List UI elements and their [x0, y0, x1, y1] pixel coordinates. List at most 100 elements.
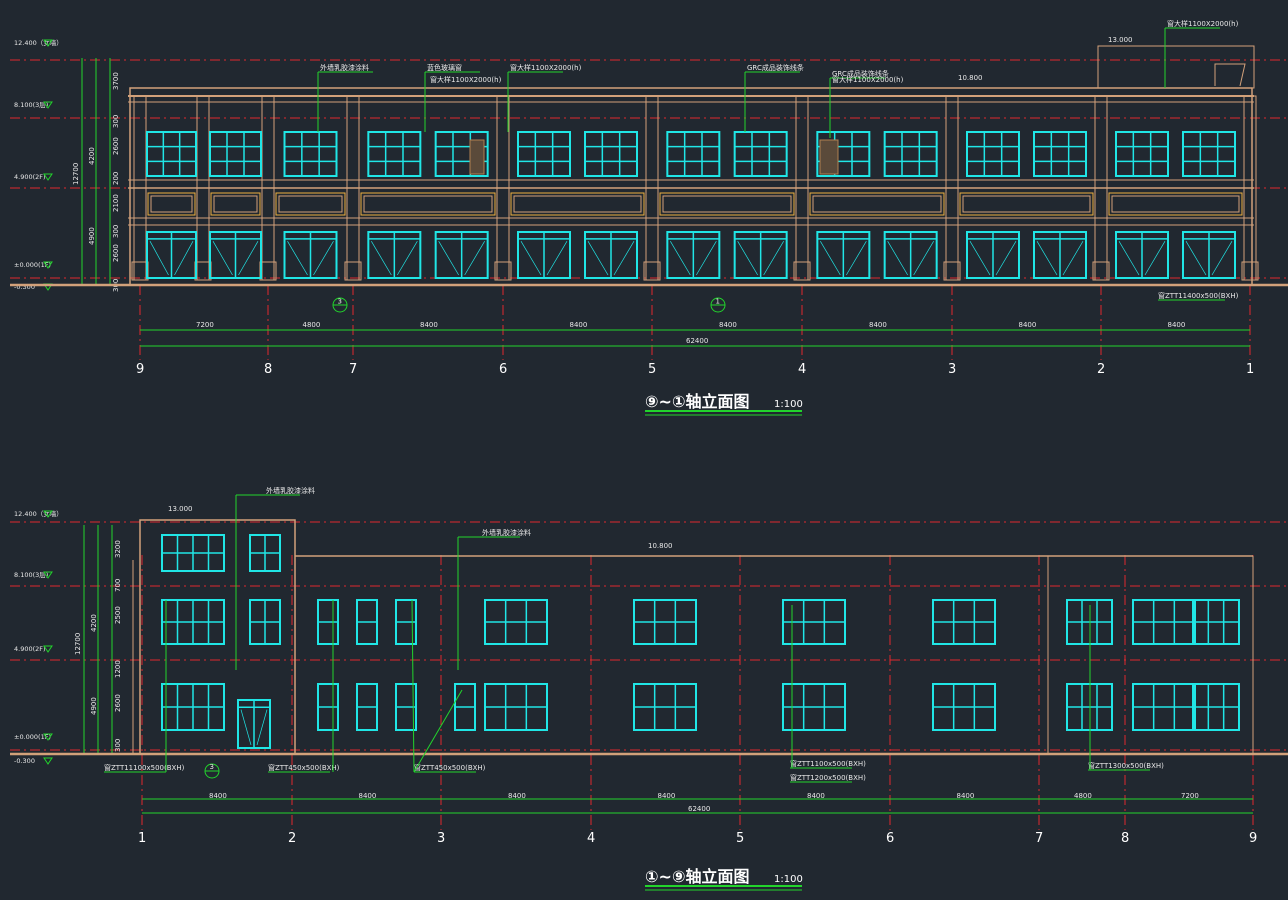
signage-inner — [150, 195, 193, 213]
tower-window — [161, 534, 225, 572]
note-text: 窗ZTT11400x500(BXH) — [1158, 291, 1239, 300]
signage-inner — [278, 195, 343, 213]
signage-panel — [809, 192, 945, 216]
note-text: 外墙乳胶漆涂料 — [320, 63, 369, 72]
upper-window — [146, 131, 197, 177]
note-text: 窗大样1100X2000(h) — [510, 63, 582, 72]
note-text: 窗ZTT11100x500(BXH) — [104, 763, 185, 772]
bay-dim: 8400 — [1019, 321, 1037, 329]
door-swing — [763, 241, 784, 276]
hatched-panel — [819, 139, 839, 175]
total-dim: 62400 — [688, 805, 710, 813]
narrow-window — [356, 599, 378, 645]
door-swing — [696, 241, 717, 276]
door-swing — [546, 241, 568, 276]
bay-dim: 8400 — [420, 321, 438, 329]
bay-dim: 8400 — [957, 792, 975, 800]
ground-door — [209, 231, 262, 279]
upper-window — [434, 131, 489, 177]
door-swing — [1062, 241, 1084, 276]
level-triangle — [43, 571, 53, 579]
door-swing — [238, 241, 259, 276]
level-label: 12.400（女墙） — [14, 509, 63, 518]
bay-dim: 8400 — [570, 321, 588, 329]
bay-dim: 7200 — [196, 321, 214, 329]
level-label: 12.400（女墙） — [14, 38, 63, 47]
axis-label: 9 — [136, 362, 144, 377]
note-text: 蓝色玻璃窗 — [427, 63, 462, 72]
door-swing — [1185, 241, 1207, 276]
axis-label: 1 — [138, 831, 146, 846]
signage-panel — [360, 192, 496, 216]
callout-number: 1 — [716, 298, 720, 306]
note-leader-v — [411, 599, 415, 773]
door-swing — [1036, 241, 1058, 276]
level-triangle — [43, 101, 53, 109]
window-frame — [146, 131, 197, 177]
ground-door — [1182, 231, 1236, 279]
note-text: 窗ZTT1100x500(BXH) — [790, 759, 866, 768]
ground-door — [666, 231, 721, 279]
door-swing — [613, 241, 635, 276]
window — [484, 599, 548, 645]
door-swing — [212, 241, 233, 276]
narrow-window — [317, 599, 339, 645]
signage-panel — [659, 192, 795, 216]
note-text: 窗ZTT1300x500(BXH) — [1088, 761, 1164, 770]
bay-dim: 8400 — [1168, 321, 1186, 329]
height-dim: 2600 — [112, 137, 120, 155]
roof-stair — [1214, 63, 1246, 87]
window — [1192, 683, 1240, 731]
level-triangle — [43, 510, 53, 518]
level-label: 8.100(3层) — [14, 101, 48, 109]
door-swing — [174, 241, 194, 276]
window-frame — [883, 131, 938, 177]
ground-door — [367, 231, 422, 279]
door-swing — [1144, 241, 1166, 276]
level-label: 4.900(2F) — [14, 173, 46, 181]
note-text: GRC成品装饰线条 — [747, 63, 804, 72]
ground-door — [966, 231, 1020, 279]
signage-panel — [510, 192, 645, 216]
window — [782, 683, 846, 731]
upper-window — [209, 131, 262, 177]
door-swing — [397, 241, 418, 276]
level-label: -0.300 — [14, 283, 35, 291]
window-frame — [666, 131, 721, 177]
axis-label: 1 — [1246, 362, 1254, 377]
note-leader-v — [413, 689, 463, 773]
height-dim: 2500 — [114, 606, 122, 624]
tower-outline — [139, 519, 296, 755]
bay-dim: 8400 — [508, 792, 526, 800]
bay-dim: 8400 — [359, 792, 377, 800]
door-swing — [240, 709, 252, 746]
door-swing — [520, 241, 542, 276]
ground-door — [883, 231, 938, 279]
door-swing — [464, 241, 485, 276]
level-triangle — [43, 261, 53, 269]
door-swing — [1211, 241, 1233, 276]
height-dim: 2600 — [114, 694, 122, 712]
top-mark: 13.000 — [168, 505, 193, 513]
note-text: 窗ZTT450x500(BXH) — [414, 763, 486, 772]
level-triangle — [43, 757, 53, 765]
door-swing — [969, 241, 991, 276]
column-base — [344, 261, 362, 281]
bay-dim: 4800 — [303, 321, 321, 329]
window-frame — [283, 131, 338, 177]
height-dim: 3200 — [114, 540, 122, 558]
height-dim: 300 — [112, 115, 120, 128]
window — [1132, 599, 1196, 645]
level-triangle — [43, 39, 53, 47]
window-frame — [966, 131, 1020, 177]
window — [161, 599, 225, 645]
ground-door — [517, 231, 571, 279]
level-label: -0.300 — [14, 757, 35, 765]
axis-label: 6 — [886, 831, 894, 846]
signage-inner — [213, 195, 258, 213]
door-swing — [887, 241, 908, 276]
column-base — [943, 261, 961, 281]
window-frame — [517, 131, 571, 177]
sub-height-dim: 4900 — [88, 227, 96, 245]
